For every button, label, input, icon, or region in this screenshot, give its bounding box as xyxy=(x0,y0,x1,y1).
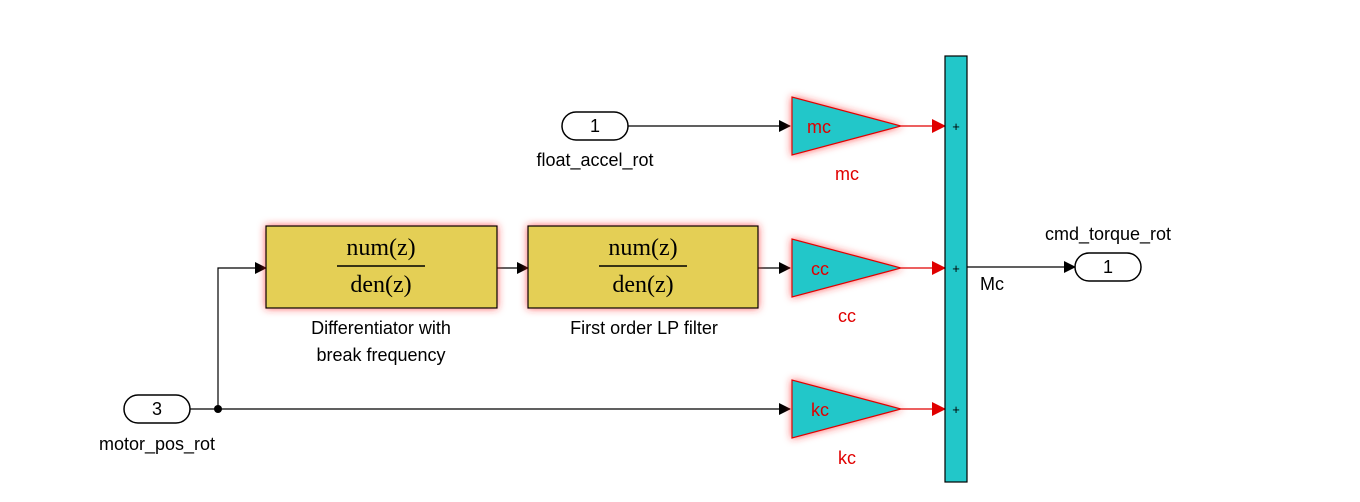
gain-block-mc[interactable] xyxy=(791,96,904,156)
inport-number: 3 xyxy=(152,399,162,419)
gain-name: mc xyxy=(835,164,859,184)
tf-denominator: den(z) xyxy=(350,272,411,298)
signal-label-mc: Mc xyxy=(980,274,1004,294)
transfer-fcn-differentiator[interactable] xyxy=(265,225,498,309)
gain-block-cc[interactable] xyxy=(791,238,904,298)
gain-value: cc xyxy=(811,259,829,279)
inport-motor-pos-rot[interactable]: 3 xyxy=(123,394,191,424)
transfer-fcn-lp-filter[interactable] xyxy=(527,225,759,309)
outport-number: 1 xyxy=(1103,257,1113,277)
tf-name-line2: break frequency xyxy=(316,345,445,365)
gain-name: kc xyxy=(838,448,856,468)
sum-sign-plus: + xyxy=(952,402,960,417)
tf-name-line1: Differentiator with xyxy=(311,318,451,338)
inport-float-accel-rot[interactable]: 1 xyxy=(561,111,629,141)
outport-cmd-torque-rot[interactable]: 1 xyxy=(1074,252,1142,282)
branch-point xyxy=(214,405,222,413)
inport-number: 1 xyxy=(590,116,600,136)
sum-block[interactable] xyxy=(944,55,968,483)
gain-block-kc[interactable] xyxy=(791,379,904,439)
tf-name-line1: First order LP filter xyxy=(570,318,718,338)
gain-value: mc xyxy=(807,117,831,137)
inport-name: motor_pos_rot xyxy=(99,434,215,455)
inport-name: float_accel_rot xyxy=(536,150,653,171)
gain-value: kc xyxy=(811,400,829,420)
sum-sign-plus: + xyxy=(952,119,960,134)
signal-lines xyxy=(190,119,1076,416)
outport-name: cmd_torque_rot xyxy=(1045,224,1171,245)
gain-name: cc xyxy=(838,306,856,326)
tf-denominator: den(z) xyxy=(612,272,673,298)
tf-numerator: num(z) xyxy=(608,235,677,261)
sum-sign-plus: + xyxy=(952,261,960,276)
wire-branch-to-tf1[interactable] xyxy=(217,262,267,409)
tf-numerator: num(z) xyxy=(346,235,415,261)
